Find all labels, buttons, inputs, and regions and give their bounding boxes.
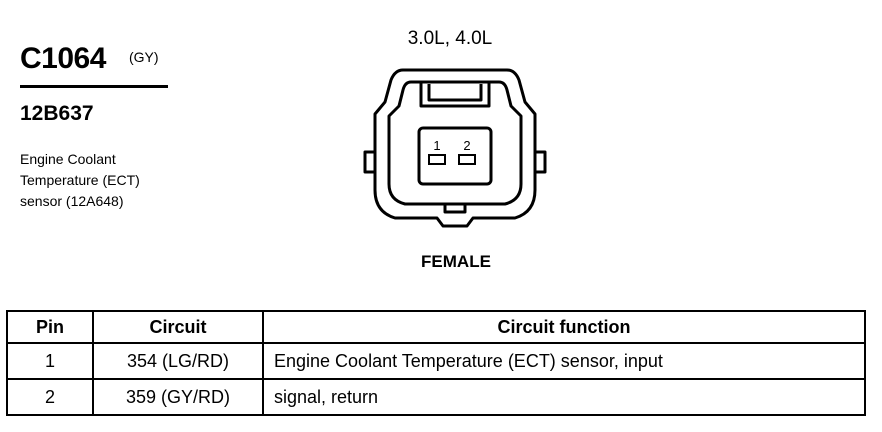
table-row: 2 359 (GY/RD) signal, return (6, 378, 866, 416)
connector-inner-housing (387, 80, 523, 206)
description-line: Engine Coolant (20, 151, 116, 167)
left-latch (363, 150, 375, 174)
gender-label: FEMALE (421, 252, 491, 271)
locking-tab-inner (427, 84, 483, 102)
cell-circuit-function: signal, return (262, 378, 866, 416)
pin-cavity (417, 126, 493, 186)
connector-description: Engine Coolant Temperature (ECT) sensor … (20, 149, 200, 212)
header-circuit-function: Circuit function (262, 310, 866, 344)
cell-circuit: 359 (GY/RD) (92, 378, 264, 416)
title-underline (20, 85, 168, 88)
header-circuit: Circuit (92, 310, 264, 344)
connector-id: C1064 (20, 42, 106, 75)
part-number: 12B637 (20, 102, 94, 125)
cell-pin: 2 (6, 378, 94, 416)
description-line: sensor (12A648) (20, 193, 124, 209)
connector-color-code: (GY) (129, 49, 159, 65)
locking-tab (419, 82, 491, 108)
description-line: Temperature (ECT) (20, 172, 140, 188)
pin-1-label: 1 (433, 138, 440, 153)
cell-pin: 1 (6, 342, 94, 380)
pin-1-terminal (428, 154, 446, 165)
bottom-key (443, 204, 467, 214)
engine-label: 3.0L, 4.0L (407, 28, 493, 49)
pin-2-terminal (458, 154, 476, 165)
pinout-table: Pin Circuit Circuit function 1 354 (LG/R… (6, 310, 866, 416)
cell-circuit: 354 (LG/RD) (92, 342, 264, 380)
cell-circuit-function: Engine Coolant Temperature (ECT) sensor,… (262, 342, 866, 380)
connector-outer-housing (373, 68, 537, 228)
table-row: 1 354 (LG/RD) Engine Coolant Temperature… (6, 342, 866, 380)
header-pin: Pin (6, 310, 94, 344)
pin-2-label: 2 (463, 138, 470, 153)
table-header-row: Pin Circuit Circuit function (6, 310, 866, 344)
right-latch (535, 150, 547, 174)
connector-face-diagram: 1 2 (363, 68, 547, 228)
